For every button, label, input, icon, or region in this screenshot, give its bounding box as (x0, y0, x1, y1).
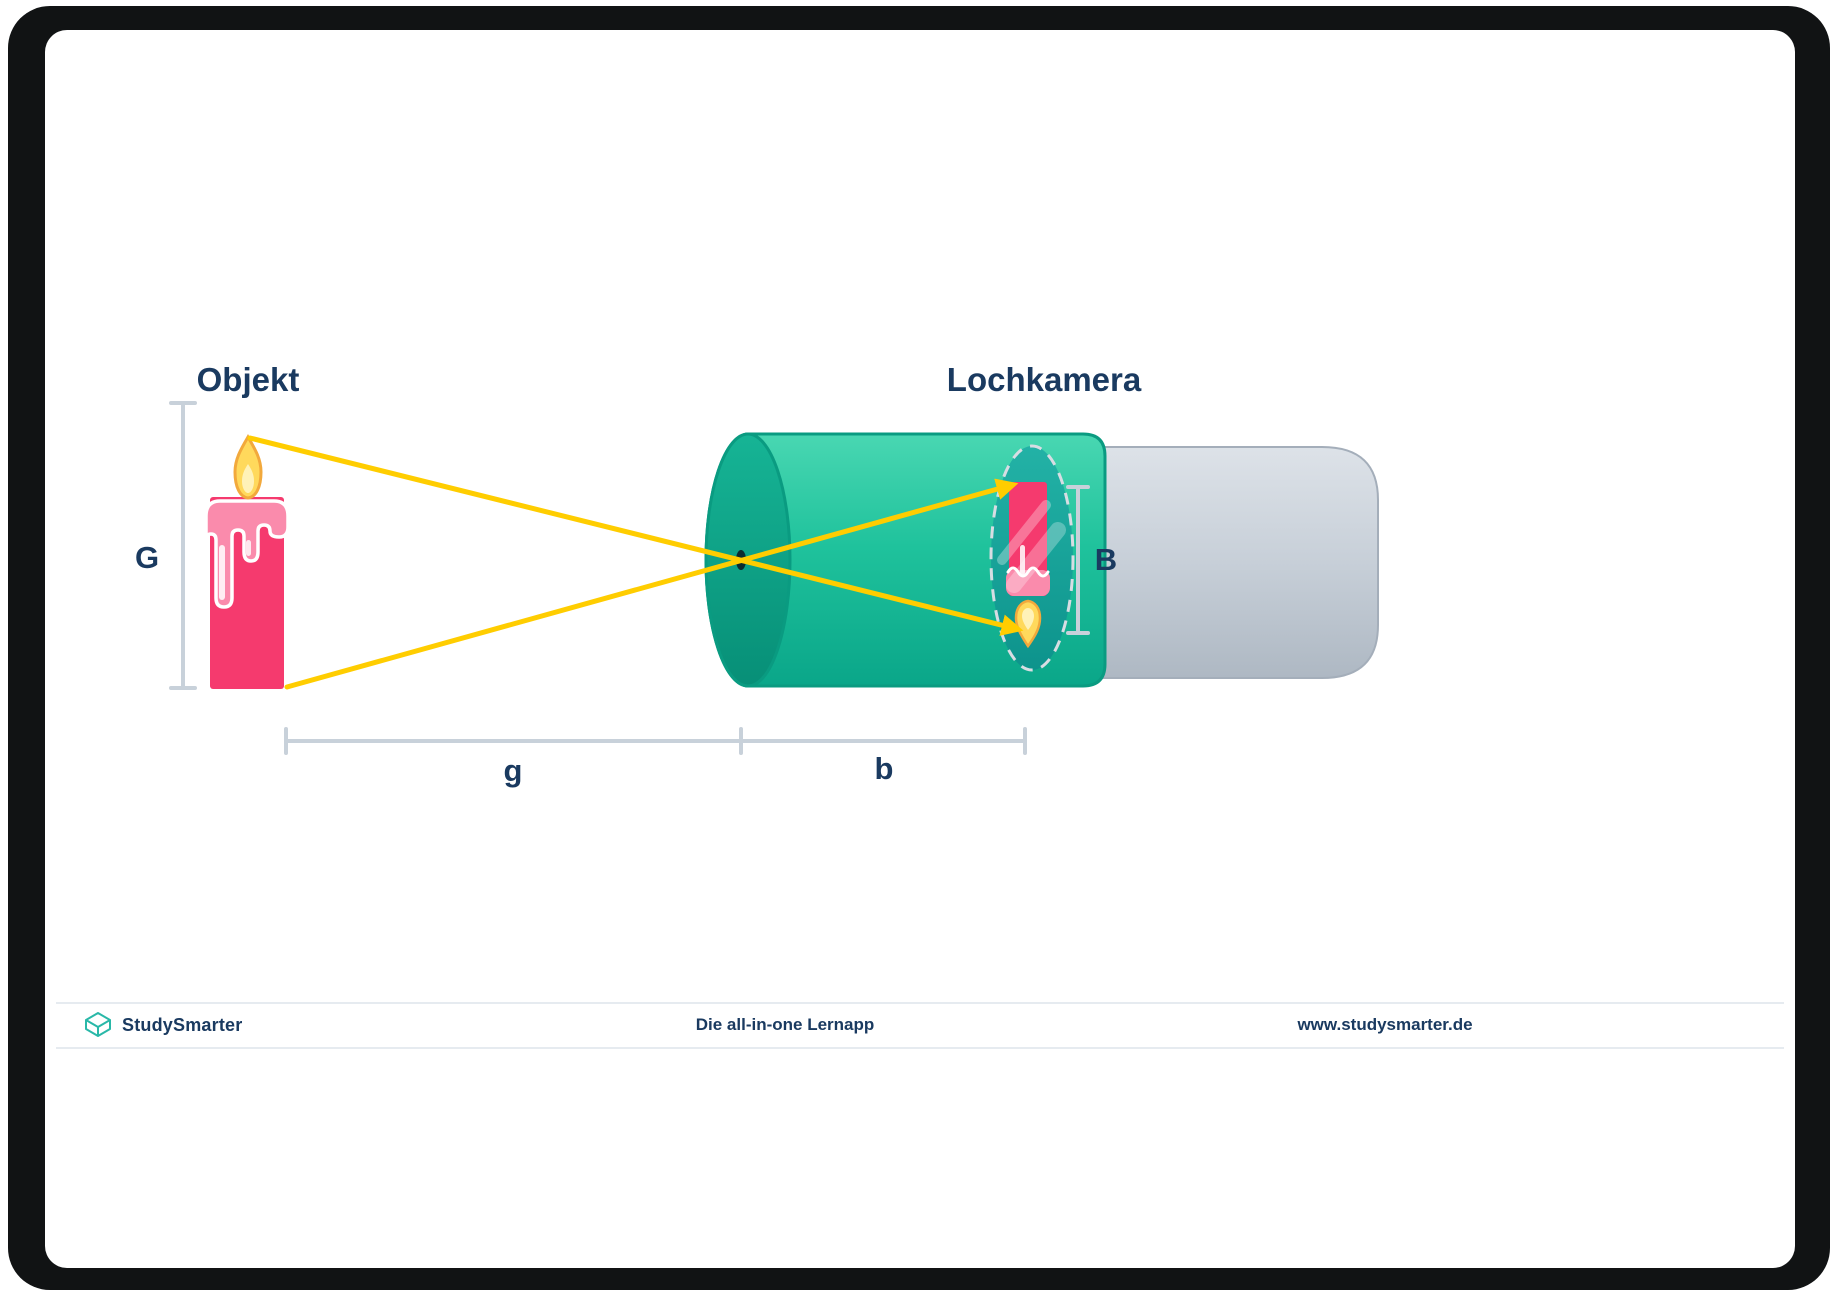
camera-label: Lochkamera (947, 361, 1142, 398)
brand-name: StudySmarter (122, 1014, 243, 1035)
inverted-candle-melt (1006, 570, 1050, 596)
object-distance-label: g (504, 753, 523, 788)
footer-website: www.studysmarter.de (1297, 1015, 1473, 1034)
footer-divider-top (56, 1002, 1784, 1004)
object-height-label: G (135, 540, 159, 575)
light-rays (247, 435, 1024, 690)
studysmarter-box-icon (85, 1012, 111, 1037)
measurements (169, 401, 1090, 755)
gray-rear-cylinder (1099, 446, 1379, 679)
object-label: Objekt (197, 361, 300, 398)
inverted-flame-inner (1022, 608, 1034, 630)
studysmarter-logo: StudySmarter (83, 1008, 242, 1042)
inverted-candle-drip (1020, 545, 1025, 575)
image-height-label: B (1095, 542, 1117, 577)
ray-bottom-to-top (284, 478, 1019, 690)
ray-top-to-bottom (247, 435, 1024, 636)
interior-dashed-outline (989, 444, 1075, 672)
candle-object (204, 434, 290, 689)
inverted-candle-body (1009, 482, 1047, 596)
candle-drip (246, 540, 251, 556)
candle-flame-inner (242, 464, 254, 493)
candle-drip (219, 545, 225, 600)
image-distance-label: b (875, 751, 894, 786)
footer-tagline: Die all-in-one Lernapp (695, 1015, 875, 1034)
glass-streak (997, 500, 1051, 565)
glass-streak (1006, 522, 1066, 593)
inverted-melt-edge (1006, 566, 1050, 578)
footer-divider-bottom (56, 1047, 1784, 1049)
